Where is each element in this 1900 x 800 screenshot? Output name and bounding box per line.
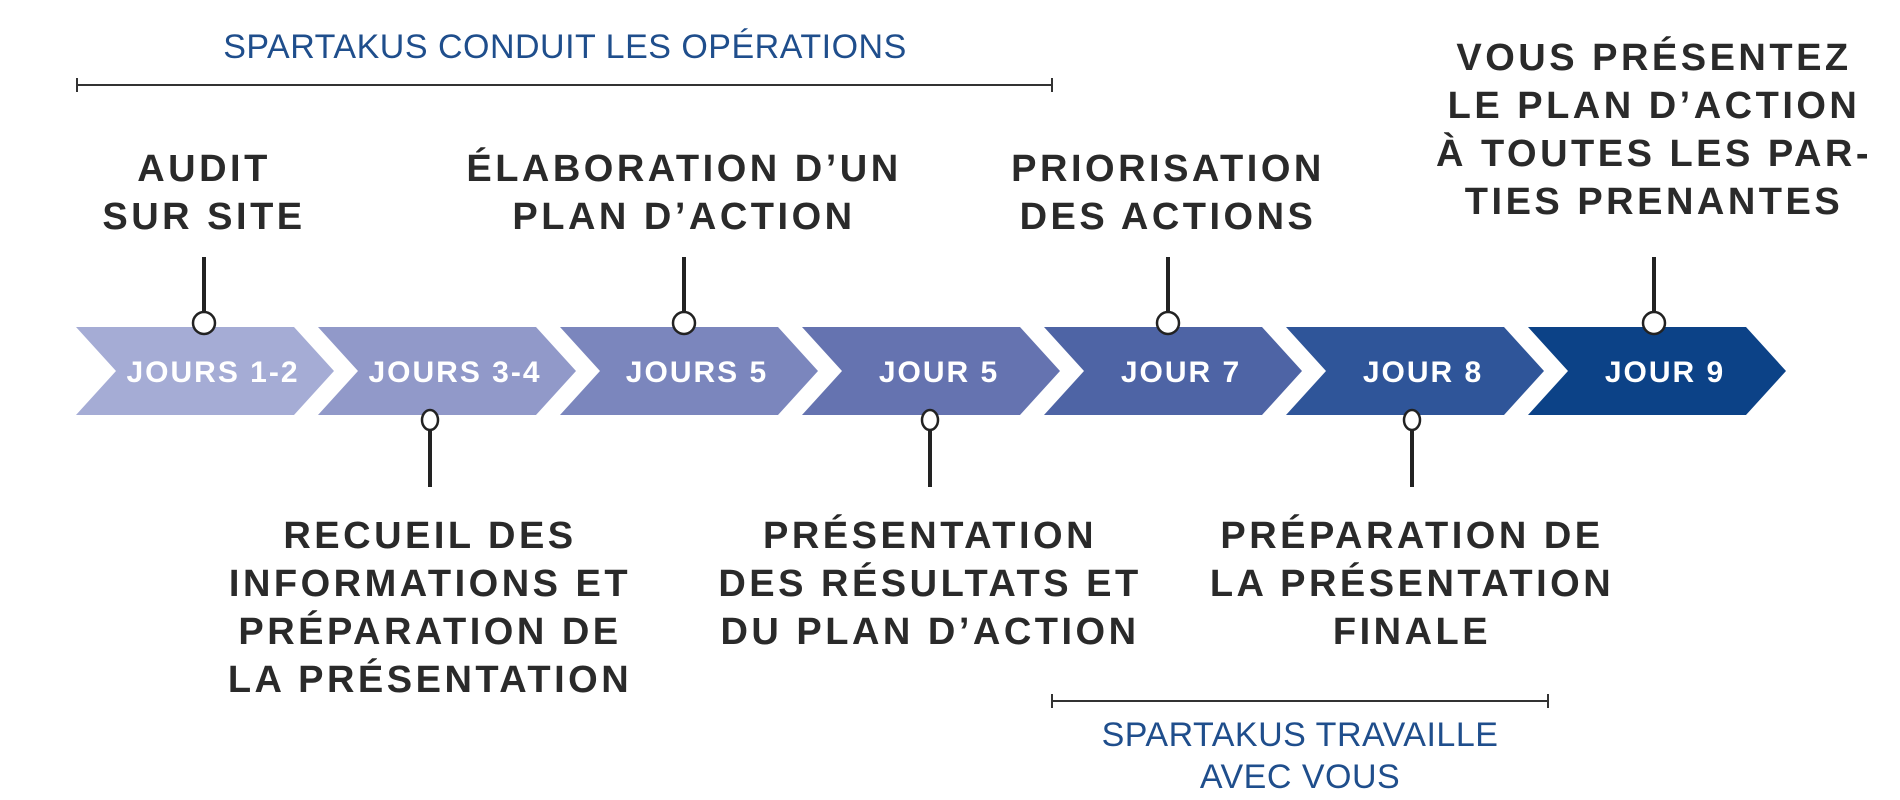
chevron-6 xyxy=(1286,327,1544,415)
step-6-label-line: LA PRÉSENTATION xyxy=(1209,563,1615,605)
step-3-label-line: ÉLABORATION D’UN xyxy=(466,148,902,190)
step-7-label: VOUS PRÉSENTEZ LE PLAN D’ACTION À TOUTES L… xyxy=(1424,34,1884,226)
step-4-label-line: DES RÉSULTATS ET xyxy=(718,563,1142,605)
step-1-label: AUDIT SUR SITE xyxy=(0,145,434,241)
chevron-5-day-label: JOUR 7 xyxy=(1121,356,1241,389)
pin-head-7 xyxy=(1641,310,1667,336)
step-7-label-line: LE PLAN D’ACTION xyxy=(1447,85,1861,127)
step-4-label: PRÉSENTATION DES RÉSULTATS ET DU PLAN D’AC… xyxy=(700,512,1160,656)
chevron-2 xyxy=(318,327,576,415)
chevron-7 xyxy=(1528,327,1786,415)
step-1-label-line: SUR SITE xyxy=(102,196,306,238)
pin-head-5 xyxy=(1155,310,1181,336)
step-7-label-line: À TOUTES LES PAR- xyxy=(1435,133,1872,175)
pin-head-2 xyxy=(420,408,440,432)
chevron-5 xyxy=(1044,327,1302,415)
step-4-label-line: DU PLAN D’ACTION xyxy=(720,611,1140,653)
bottom-bracket-left-tick xyxy=(1051,694,1053,708)
step-4-label-line: PRÉSENTATION xyxy=(762,515,1098,557)
pin-head-6 xyxy=(1402,408,1422,432)
bottom-bracket-label-line1: SPARTAKUS TRAVAILLE xyxy=(1101,716,1499,754)
step-3-label-line: PLAN D’ACTION xyxy=(512,196,856,238)
step-5-label-line: DES ACTIONS xyxy=(1019,196,1317,238)
top-bracket-left-tick xyxy=(76,78,78,92)
step-5-label: PRIORISATION DES ACTIONS xyxy=(938,145,1398,241)
top-bracket-line xyxy=(77,84,1052,86)
step-2-label-line: PRÉPARATION DE xyxy=(238,611,622,653)
top-bracket-label: SPARTAKUS CONDUIT LES OPÉRATIONS xyxy=(223,28,907,66)
bottom-bracket-label-line2: AVEC VOUS xyxy=(1199,758,1401,796)
step-6-label-line: PRÉPARATION DE xyxy=(1220,515,1604,557)
step-2-label-line: LA PRÉSENTATION xyxy=(227,659,633,701)
bottom-bracket-right-tick xyxy=(1547,694,1549,708)
pin-head-3 xyxy=(671,310,697,336)
step-7-label-line: VOUS PRÉSENTEZ xyxy=(1456,37,1852,79)
chevron-6-day-label: JOUR 8 xyxy=(1363,356,1483,389)
step-2-label-line: INFORMATIONS ET xyxy=(228,563,632,605)
top-bracket-right-tick xyxy=(1051,78,1053,92)
chevron-1 xyxy=(76,327,334,415)
chevron-4-day-label: JOUR 5 xyxy=(879,356,999,389)
step-2-label-line: RECUEIL DES xyxy=(283,515,577,557)
chevron-2-day-label: JOURS 3-4 xyxy=(368,356,541,389)
chevron-7-day-label: JOUR 9 xyxy=(1605,356,1725,389)
step-2-label: RECUEIL DES INFORMATIONS ET PRÉPARATION DE… xyxy=(200,512,660,704)
step-5-label-line: PRIORISATION xyxy=(1011,148,1325,190)
bottom-bracket-line xyxy=(1052,700,1548,702)
chevron-4 xyxy=(802,327,1060,415)
step-6-label-line: FINALE xyxy=(1332,611,1492,653)
pin-head-4 xyxy=(920,408,940,432)
chevron-1-day-label: JOURS 1-2 xyxy=(126,356,299,389)
pin-head-1 xyxy=(191,310,217,336)
step-3-label: ÉLABORATION D’UN PLAN D’ACTION xyxy=(454,145,914,241)
step-1-label-line: AUDIT xyxy=(137,148,271,190)
step-7-label-line: TIES PRENANTES xyxy=(1464,181,1844,223)
chevron-3 xyxy=(560,327,818,415)
chevron-3-day-label: JOURS 5 xyxy=(626,356,768,389)
step-6-label: PRÉPARATION DE LA PRÉSENTATION FINALE xyxy=(1182,512,1642,656)
